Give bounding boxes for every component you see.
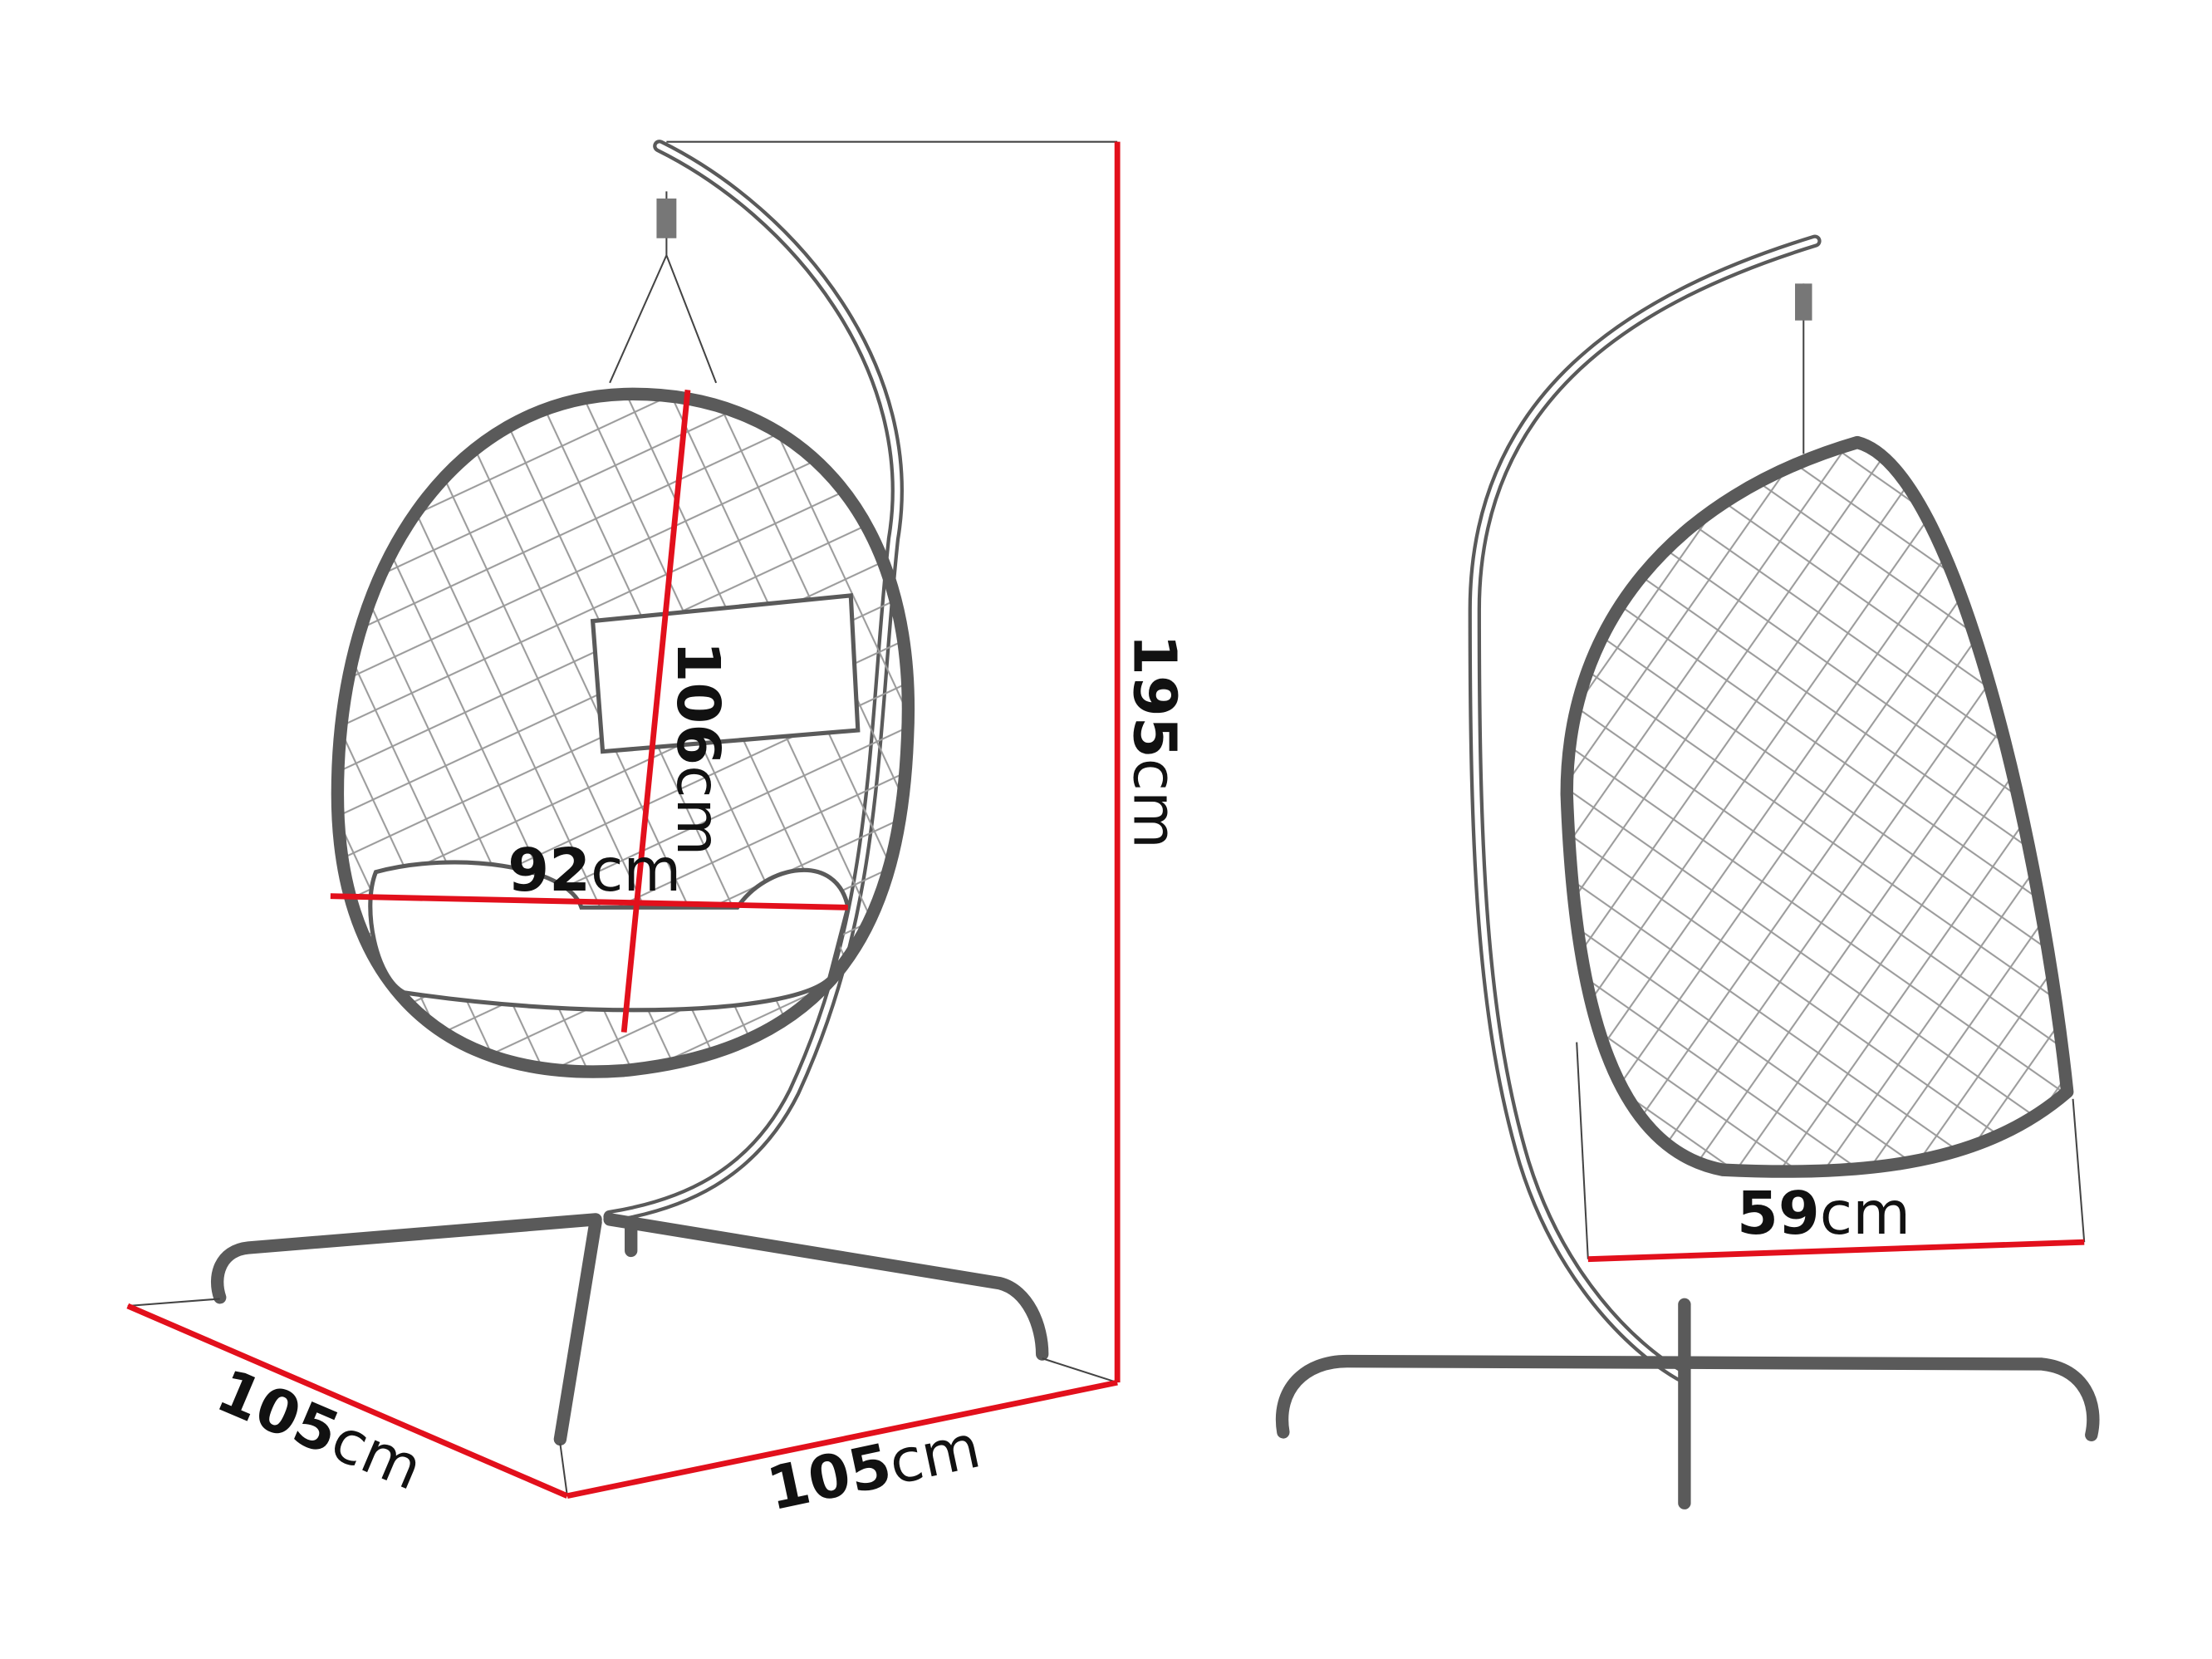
label-105-depth: 105cm	[208, 1356, 433, 1504]
base	[211, 1213, 1049, 1446]
spring	[656, 198, 677, 238]
base	[1275, 1298, 2100, 1509]
spring	[1795, 283, 1812, 321]
dimension-line-106	[620, 390, 691, 1033]
dimension-line-92	[330, 893, 848, 910]
dimension-line-59	[1587, 1239, 2085, 1263]
label-106: 106cm	[664, 641, 733, 856]
label-59: 59cm	[1737, 1178, 1910, 1248]
dimension-line-105-width	[566, 1379, 1118, 1499]
front-view-chair	[211, 140, 1049, 1446]
side-view-chair	[1275, 234, 2100, 1509]
pillow	[590, 593, 861, 754]
egg-basket	[1560, 435, 2074, 1178]
label-105-width: 105cm	[761, 1411, 986, 1524]
dimension-line-105-depth	[126, 1303, 569, 1499]
label-195: 195cm	[1121, 634, 1190, 849]
label-92: 92cm	[508, 835, 681, 905]
